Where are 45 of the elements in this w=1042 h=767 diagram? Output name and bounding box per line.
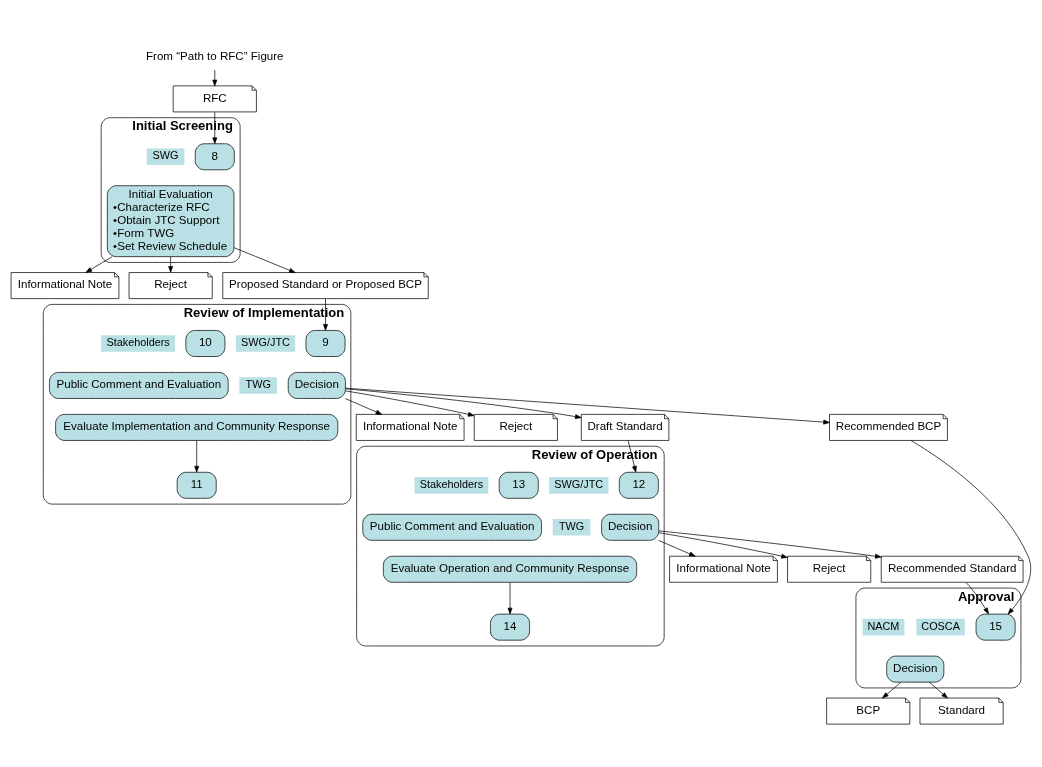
arrow [910,439,1032,614]
node-box: Evaluate Operation and Community Response [383,555,638,583]
node-box: 11 [176,471,217,499]
node-box: Stakeholders [413,475,490,495]
arrow [929,681,948,698]
arrow [882,681,902,698]
node-box: 12 [618,471,659,499]
node-box: Decision [886,655,945,682]
arrow [233,246,296,273]
arrow [507,581,513,614]
arrow [212,111,218,144]
node-box: SWG/JTC [234,333,297,353]
node-box: 8 [194,142,235,170]
node-box: COSCA [914,616,967,637]
arrow [627,439,637,472]
arrow [658,531,788,558]
arrow [345,387,582,419]
node-box: Decision [601,513,660,541]
node-box: NACM [861,616,906,637]
arrow [168,255,174,273]
arrow [344,397,383,415]
node-box: 9 [305,329,346,357]
arrow [345,390,475,417]
arrow [658,539,696,557]
node-box: 14 [490,613,530,640]
node-box: Public Comment and Evaluation [49,371,229,399]
arrow [658,530,882,559]
node-box: SWG [145,146,186,167]
node-box: 15 [975,613,1016,640]
arrow [194,439,200,472]
node-box: 13 [498,471,539,499]
arrow [345,387,830,424]
node-box: Initial Evaluation •Characterize RFC •Obtain JTC Support •Form TWG •Set Review Schedule [106,184,235,257]
node-box: Evaluate Implementation and Community Response [55,413,339,441]
node-box: Decision [287,371,346,399]
node-box: Public Comment and Evaluation [362,513,542,541]
arrow [85,255,113,273]
node-text: From “Path to RFC” Figure [146,49,284,62]
node-box: 10 [185,329,226,357]
node-box: TWG [551,517,592,537]
node-box: TWG [237,375,279,395]
arrow [212,69,218,86]
node-box: SWG/JTC [547,475,610,495]
arrow [965,581,989,614]
node-box: Stakeholders [99,333,177,353]
